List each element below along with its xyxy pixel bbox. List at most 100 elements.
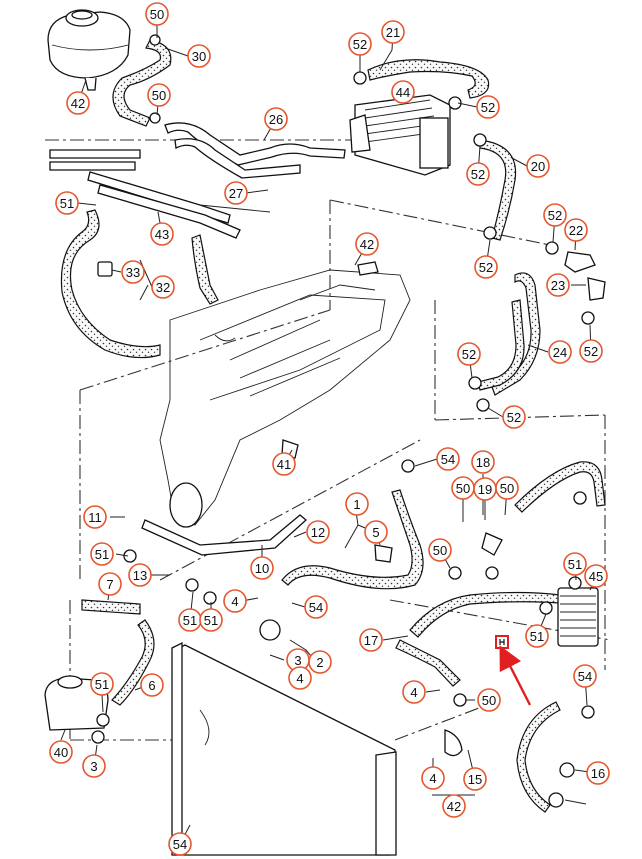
callout-number: 51 xyxy=(95,677,109,692)
callout-circle xyxy=(391,80,415,104)
callout-30: 30 xyxy=(187,44,211,68)
callout-4: 4 xyxy=(402,680,426,704)
hose-18 xyxy=(514,461,606,513)
callout-number: 22 xyxy=(569,223,583,238)
callout-number: 2 xyxy=(316,655,323,670)
callout-number: 27 xyxy=(229,186,243,201)
callout-number: 50 xyxy=(456,481,470,496)
callout-number: 51 xyxy=(204,613,218,628)
callout-number: 16 xyxy=(591,766,605,781)
callout-circle xyxy=(546,273,570,297)
callout-number: 33 xyxy=(126,265,140,280)
callout-52: 52 xyxy=(457,342,481,366)
callout-circle xyxy=(272,452,296,476)
pipe-26 xyxy=(164,122,346,166)
expansion-tank-top xyxy=(47,9,131,91)
callout-circle xyxy=(306,520,330,544)
callout-15: 15 xyxy=(463,767,487,791)
callout-number: 50 xyxy=(500,481,514,496)
callout-number: 42 xyxy=(360,237,374,252)
callout-circle xyxy=(543,203,567,227)
callout-50: 50 xyxy=(428,538,452,562)
callout-circle xyxy=(436,447,460,471)
callout-42: 42 xyxy=(66,91,90,115)
callout-50: 50 xyxy=(477,688,501,712)
callout-54: 54 xyxy=(573,664,597,688)
callout-50: 50 xyxy=(451,476,475,500)
callout-number: 52 xyxy=(481,100,495,115)
callout-54: 54 xyxy=(436,447,460,471)
callout-circle xyxy=(308,650,332,674)
callout-50: 50 xyxy=(145,2,169,26)
hose-21 xyxy=(367,59,490,99)
callout-circle xyxy=(584,564,608,588)
callout-4: 4 xyxy=(288,666,312,690)
callout-21: 21 xyxy=(381,20,405,44)
callout-circle xyxy=(476,95,500,119)
pipe-10 xyxy=(141,514,307,556)
callout-circle xyxy=(82,754,106,778)
callout-circle xyxy=(348,32,372,56)
callout-number: 20 xyxy=(531,159,545,174)
callout-22: 22 xyxy=(564,218,588,242)
engine-block xyxy=(159,269,411,528)
callout-51: 51 xyxy=(525,624,549,648)
callout-number: 50 xyxy=(433,543,447,558)
callout-number: 54 xyxy=(578,669,592,684)
callout-circle xyxy=(495,476,519,500)
callout-2: 2 xyxy=(308,650,332,674)
callout-52: 52 xyxy=(543,203,567,227)
callout-circle xyxy=(83,505,107,529)
callout-circle xyxy=(187,44,211,68)
callout-24: 24 xyxy=(548,340,572,364)
hose-20 xyxy=(479,139,517,241)
callout-number: 21 xyxy=(386,25,400,40)
oil-cooler-44 xyxy=(349,94,451,176)
callout-number: 26 xyxy=(269,112,283,127)
callout-circle xyxy=(457,342,481,366)
callout-circle xyxy=(586,761,610,785)
callout-4: 4 xyxy=(223,589,247,613)
callout-52: 52 xyxy=(474,255,498,279)
callout-7: 7 xyxy=(98,572,122,596)
callout-33: 33 xyxy=(121,260,145,284)
callout-number: 52 xyxy=(462,347,476,362)
callout-50: 50 xyxy=(147,83,171,107)
callout-circle xyxy=(471,450,495,474)
highlight-marker xyxy=(495,635,509,649)
callout-54: 54 xyxy=(304,595,328,619)
callout-number: 7 xyxy=(106,577,113,592)
callout-number: 18 xyxy=(476,455,490,470)
callout-circle xyxy=(264,107,288,131)
callout-number: 42 xyxy=(71,96,85,111)
callout-52: 52 xyxy=(466,162,490,186)
callout-number: 40 xyxy=(54,745,68,760)
callout-number: 50 xyxy=(152,88,166,103)
callout-circle xyxy=(579,339,603,363)
callout-50: 50 xyxy=(495,476,519,500)
callout-number: 12 xyxy=(311,525,325,540)
callout-number: 13 xyxy=(133,568,147,583)
callout-circle xyxy=(359,628,383,652)
callout-5: 5 xyxy=(364,520,388,544)
callout-circle xyxy=(355,232,379,256)
callout-32: 32 xyxy=(151,275,175,299)
callout-number: 17 xyxy=(364,633,378,648)
callout-circle xyxy=(145,2,169,26)
callout-number: 52 xyxy=(471,167,485,182)
hose-6 xyxy=(111,619,155,706)
callout-circle xyxy=(140,673,164,697)
callout-circle xyxy=(199,608,223,632)
callout-circle xyxy=(474,255,498,279)
callout-number: 19 xyxy=(478,482,492,497)
callout-43: 43 xyxy=(150,222,174,246)
callout-51: 51 xyxy=(90,672,114,696)
callout-circle xyxy=(466,162,490,186)
callout-number: 32 xyxy=(156,280,170,295)
callout-circle xyxy=(98,572,122,596)
callout-number: 24 xyxy=(553,345,567,360)
callout-number: 50 xyxy=(150,7,164,22)
callout-number: 4 xyxy=(231,594,238,609)
callout-number: 42 xyxy=(447,799,461,814)
